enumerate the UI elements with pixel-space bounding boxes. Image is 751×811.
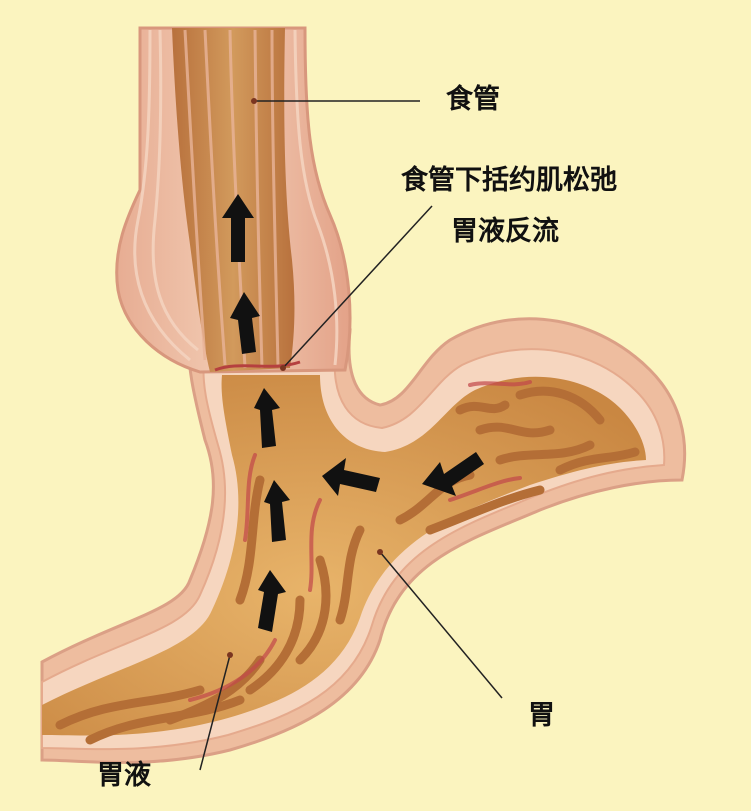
gastric-rugae-highlights xyxy=(188,380,532,702)
reflux-arrow-5 xyxy=(258,570,286,632)
reflux-arrows xyxy=(222,194,484,632)
sphincter-gap xyxy=(214,360,301,372)
label-esophagus: 食管 xyxy=(446,84,500,115)
esophagus-wall-lines xyxy=(133,29,339,366)
label-gastric-juice: 胃液 xyxy=(97,760,151,791)
leader-line-sphincter xyxy=(282,205,433,369)
esophagus-mucosa-lines xyxy=(183,29,280,369)
stomach-interior xyxy=(42,375,646,736)
gastric-rugae xyxy=(55,386,640,745)
reflux-arrow-1 xyxy=(222,194,254,262)
leader-lines xyxy=(199,98,503,771)
leader-line-gastric-juice xyxy=(199,654,231,771)
reflux-arrow-3 xyxy=(254,388,280,448)
label-stomach: 胃 xyxy=(528,700,555,731)
leader-line-stomach xyxy=(379,551,503,699)
reflux-arrow-7 xyxy=(422,452,484,496)
esophagus-lumen xyxy=(172,28,295,372)
label-sphincter-relaxation: 食管下括约肌松弛 xyxy=(401,165,617,196)
reflux-arrow-4 xyxy=(264,480,290,542)
reflux-arrow-6 xyxy=(322,458,380,496)
label-gastric-reflux: 胃液反流 xyxy=(451,216,559,247)
reflux-arrow-2 xyxy=(230,292,260,354)
